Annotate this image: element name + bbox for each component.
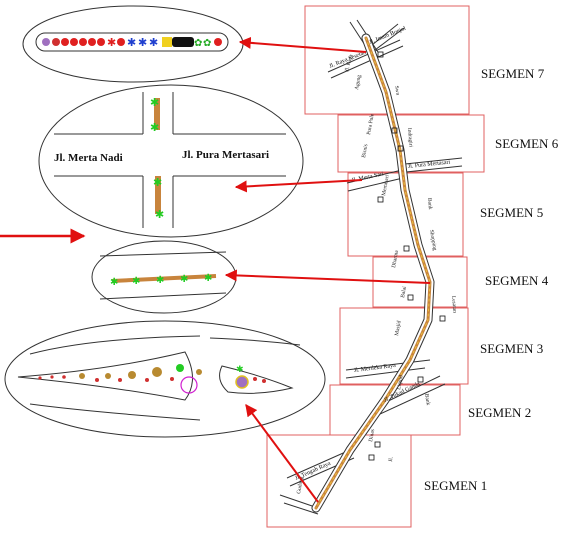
svg-text:✱: ✱ xyxy=(138,37,147,49)
svg-text:✱: ✱ xyxy=(149,37,158,49)
svg-text:Pura Pule: Pura Pule xyxy=(366,113,376,136)
svg-text:Jl.: Jl. xyxy=(388,456,394,462)
arrow-to-callout-2 xyxy=(234,179,363,193)
island-plants: ✱ xyxy=(38,364,266,394)
segment-4-label: SEGMEN 4 xyxy=(485,273,549,288)
svg-text:✱: ✱ xyxy=(180,274,188,285)
segment-3-frame xyxy=(339,307,469,385)
segment-1-label: SEGMEN 1 xyxy=(424,478,488,493)
planting-pattern: ✱ ✱ ✱ ✱ ✿ ✿ xyxy=(42,37,222,49)
svg-text:Indragiri: Indragiri xyxy=(406,128,414,148)
callout-intersection: ✱ ✱ ✱ ✱ xyxy=(38,84,304,238)
street-imam-bonjol: Jl. Imam Bonjol xyxy=(369,26,408,46)
segment-1-frame xyxy=(266,434,412,528)
svg-text:Lesatan: Lesatan xyxy=(450,296,457,314)
street-merdeka-raya: Jl. Merdeka Raya xyxy=(354,363,397,374)
svg-text:✱: ✱ xyxy=(107,37,116,49)
street-pura-mertasari: Jl. Pura Mertasari xyxy=(408,160,451,170)
svg-text:Dinas: Dinas xyxy=(368,429,376,443)
arrow-to-callout-4 xyxy=(245,404,319,503)
side-streets xyxy=(279,19,463,515)
callout-tapered-island: ✱ xyxy=(4,320,326,438)
segment-3-label: SEGMEN 3 xyxy=(480,341,544,356)
callout-short-median: ✱ ✱ ✱ ✱ ✱ xyxy=(91,240,237,314)
svg-text:Swa: Swa xyxy=(393,85,401,96)
svg-text:✱: ✱ xyxy=(155,209,164,221)
svg-text:✱: ✱ xyxy=(156,275,164,286)
svg-text:Bisnis: Bisnis xyxy=(361,144,369,159)
svg-text:Bank: Bank xyxy=(423,393,431,406)
road-label-pura-mertasari: Jl. Pura Mertasari xyxy=(182,149,270,161)
svg-text:Liquid: Liquid xyxy=(396,375,404,391)
svg-text:Gudang: Gudang xyxy=(296,476,305,494)
roadside-notes: Jl. Raya Agung Swa Pura Pule Indragiri B… xyxy=(296,53,457,494)
svg-text:Jl. Raya: Jl. Raya xyxy=(344,53,355,72)
svg-text:✱: ✱ xyxy=(204,273,212,284)
svg-text:Mertasari: Mertasari xyxy=(381,174,391,196)
svg-text:Dharma: Dharma xyxy=(391,249,400,268)
arrow-to-callout-1 xyxy=(238,36,367,53)
svg-text:Balai: Balai xyxy=(400,285,408,298)
segment-6-frame xyxy=(337,114,485,173)
svg-text:✱: ✱ xyxy=(150,97,159,109)
svg-text:✱: ✱ xyxy=(153,177,162,189)
segment-6-label: SEGMEN 6 xyxy=(495,136,559,151)
svg-text:✱: ✱ xyxy=(127,37,136,49)
svg-text:✱: ✱ xyxy=(236,364,244,374)
callout-arrows xyxy=(0,36,431,503)
segment-7-label: SEGMEN 7 xyxy=(481,66,545,81)
landmark-icons xyxy=(368,51,446,461)
svg-text:✱: ✱ xyxy=(150,122,159,134)
segment-5-label: SEGMEN 5 xyxy=(480,205,544,220)
svg-text:✱: ✱ xyxy=(110,277,118,288)
svg-text:✱: ✱ xyxy=(132,276,140,287)
svg-text:✿: ✿ xyxy=(194,38,202,49)
svg-text:Shopping: Shopping xyxy=(428,229,438,251)
svg-text:Bank: Bank xyxy=(426,198,433,210)
callout-median-strip: ✱ ✱ ✱ ✱ ✿ ✿ xyxy=(22,5,244,83)
svg-text:Agung: Agung xyxy=(354,74,363,90)
road-label-merta-nadi: Jl. Merta Nadi xyxy=(54,152,123,164)
segment-frames xyxy=(266,5,485,528)
svg-text:Masjid: Masjid xyxy=(394,320,403,336)
arrow-to-callout-3 xyxy=(224,269,431,284)
svg-text:✿: ✿ xyxy=(203,38,211,49)
segment-2-label: SEGMEN 2 xyxy=(468,405,532,420)
